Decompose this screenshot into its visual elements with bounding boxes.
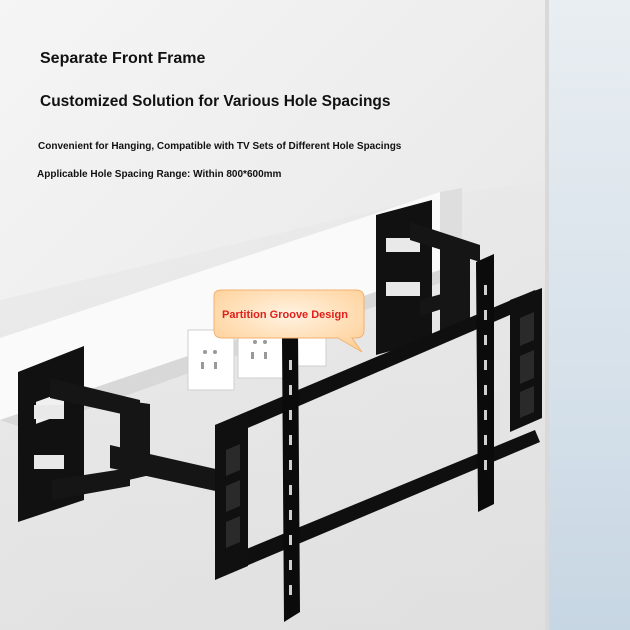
window-frame [545, 0, 549, 630]
right-articulating-arm [410, 222, 480, 340]
feature-line: Convenient for Hanging, Compatible with … [38, 141, 402, 152]
callout-label: Partition Groove Design [222, 309, 348, 321]
front-frame-left-panel [215, 412, 248, 580]
vertical-tv-bracket-left [282, 330, 300, 622]
front-frame-right-panel [510, 288, 542, 432]
left-articulating-arm [50, 378, 220, 500]
range-line: Applicable Hole Spacing Range: Within 80… [37, 169, 282, 180]
left-plate-slot-upper [34, 405, 64, 419]
bracket-slots [289, 285, 487, 595]
callout-bubble [213, 289, 365, 353]
subheading: Customized Solution for Various Hole Spa… [40, 93, 391, 110]
window [548, 0, 630, 630]
vertical-tv-bracket-right [476, 254, 494, 512]
floor-plane [0, 170, 630, 630]
right-wall-plate [376, 200, 432, 355]
heading: Separate Front Frame [40, 50, 206, 67]
left-plate-slot-lower [34, 455, 64, 469]
